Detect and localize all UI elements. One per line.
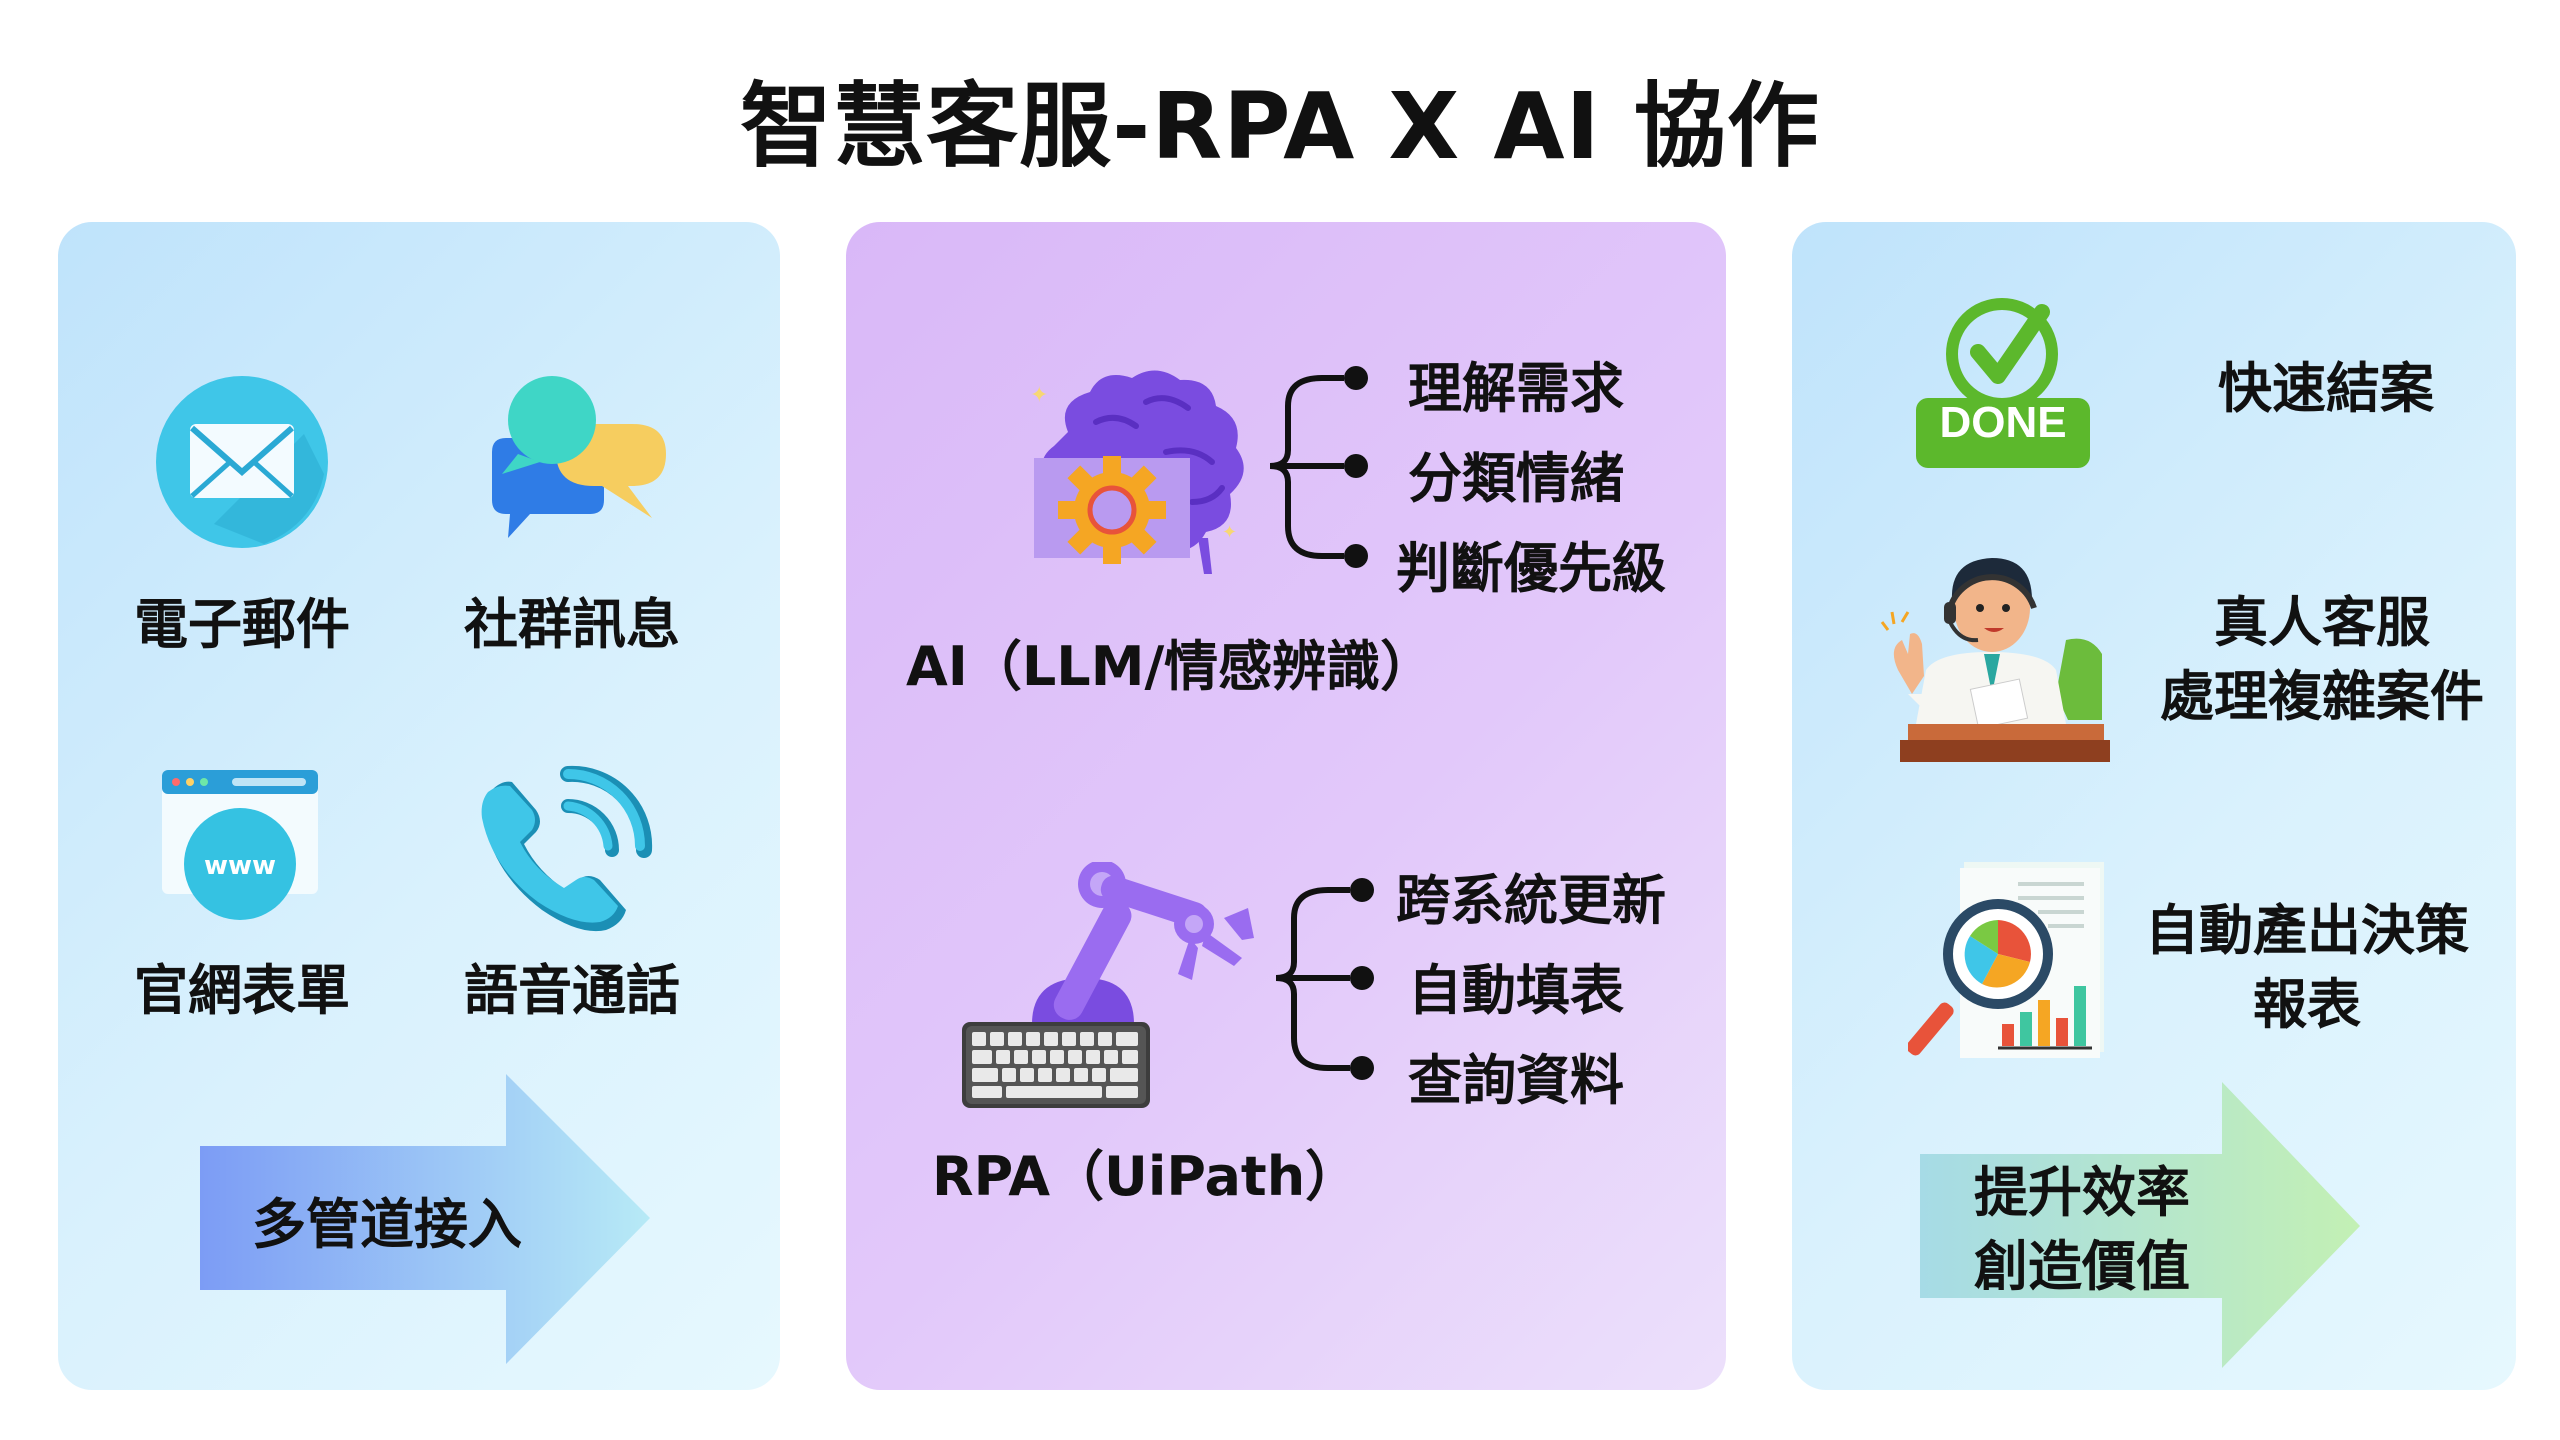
svg-text:www: www bbox=[204, 851, 276, 881]
report-magnifier-icon bbox=[1908, 862, 2104, 1058]
channel-label-voice: 語音通話 bbox=[464, 959, 680, 1022]
done-check-icon bbox=[1916, 298, 2090, 468]
multichannel-arrow bbox=[200, 1074, 650, 1364]
rpa-bracket-connector bbox=[1275, 878, 1374, 1080]
website-globe-icon: www bbox=[162, 770, 318, 920]
robot-arm-keyboard-icon bbox=[962, 862, 1254, 1108]
ai-label: AI（LLM/情感辨識） bbox=[906, 635, 1435, 698]
outcome-human-agent-line2: 處理複雜案件 bbox=[2160, 665, 2484, 728]
arrow-label-multichannel: 多管道接入 bbox=[252, 1193, 522, 1256]
outcome-fast-close: 快速結案 bbox=[2218, 357, 2434, 420]
ai-rpa-panel: ✦ ✦ 理解需求 分類情緒 判斷優先級 AI（LLM/情感辨識） bbox=[846, 222, 1726, 1390]
arrow-label-value: 創造價值 bbox=[1974, 1235, 2190, 1298]
ai-item-priority: 判斷優先級 bbox=[1396, 537, 1666, 600]
ai-bracket-connector bbox=[1269, 366, 1368, 568]
rpa-item-autofill: 自動填表 bbox=[1408, 959, 1624, 1022]
done-badge-text: DONE bbox=[1939, 398, 2067, 447]
rpa-item-sync: 跨系統更新 bbox=[1396, 869, 1666, 932]
ai-item-understand: 理解需求 bbox=[1408, 357, 1624, 420]
phone-call-icon bbox=[481, 765, 653, 932]
email-icon bbox=[156, 376, 328, 548]
value-arrow bbox=[1920, 1082, 2360, 1368]
arrow-label-efficiency: 提升效率 bbox=[1974, 1161, 2190, 1224]
outcome-human-agent-line1: 真人客服 bbox=[2214, 591, 2430, 654]
channels-panel: 電子郵件 社群訊息 www 官網表單 語音通話 bbox=[58, 222, 780, 1390]
outcome-report-line1: 自動產出決策 bbox=[2145, 899, 2469, 962]
outcome-report-line2: 報表 bbox=[2253, 973, 2361, 1036]
rpa-item-query: 查詢資料 bbox=[1408, 1049, 1624, 1112]
rpa-label: RPA（UiPath） bbox=[932, 1145, 1360, 1208]
ai-item-emotion: 分類情緒 bbox=[1408, 447, 1624, 510]
channel-label-social: 社群訊息 bbox=[464, 593, 680, 656]
channel-label-webform: 官網表單 bbox=[134, 959, 350, 1022]
outcomes-panel: DONE 快速結案 真人客服 處理複雜案件 自動產出決策 報表 bbox=[1792, 222, 2516, 1390]
channel-label-email: 電子郵件 bbox=[134, 593, 350, 656]
support-agent-icon bbox=[1880, 558, 2110, 762]
svg-text:✦: ✦ bbox=[1222, 522, 1237, 543]
page-title: 智慧客服-RPA X AI 協作 bbox=[740, 73, 1820, 180]
svg-text:✦: ✦ bbox=[1030, 383, 1048, 408]
brain-gear-icon: ✦ ✦ bbox=[1030, 370, 1244, 574]
chat-bubbles-icon bbox=[492, 376, 666, 538]
